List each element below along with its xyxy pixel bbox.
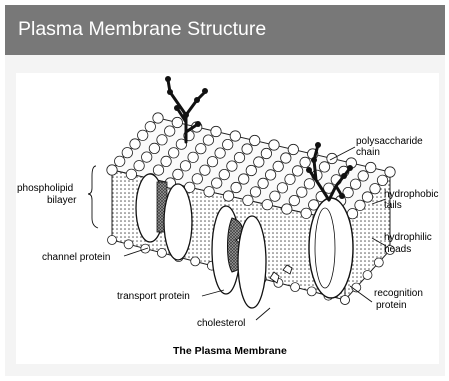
phospholipid-head (289, 195, 299, 205)
phospholipid-head (300, 157, 310, 167)
phospholipid-head (297, 187, 307, 197)
phospholipid-head (173, 169, 183, 179)
phospholipid-head (355, 200, 365, 210)
phospholipid-head (363, 271, 372, 280)
label-phospholipid-line1: phospholipid (17, 183, 73, 194)
phospholipid-head (203, 135, 213, 145)
phospholipid-head (301, 208, 311, 218)
phospholipid-head (115, 156, 125, 166)
phospholipid-head (374, 258, 383, 267)
phospholipid-head (223, 191, 233, 201)
phospholipid-head (107, 165, 117, 175)
phospholipid-head (122, 148, 132, 158)
phospholipid-head (281, 153, 291, 163)
phospholipid-head (370, 184, 380, 194)
phospholipid-head (169, 148, 179, 158)
phospholipid-head (172, 117, 182, 127)
phospholipid-head (304, 179, 314, 189)
label-polysaccharide-line2: chain (356, 147, 380, 158)
phospholipid-head (341, 296, 350, 305)
phospholipid-head (153, 113, 163, 123)
phospholipid-head (200, 165, 210, 175)
phospholipid-head (165, 126, 175, 136)
phospholipid-head (362, 192, 372, 202)
phospholipid-head (134, 161, 144, 171)
phospholipid-head (307, 287, 316, 296)
phospholipid-head (239, 174, 249, 184)
phospholipid-head (243, 195, 253, 205)
label-channel-protein: channel protein (42, 252, 110, 263)
label-transport-protein: transport protein (117, 291, 190, 302)
label-cholesterol: cholesterol (197, 318, 245, 329)
phospholipid-head (265, 170, 275, 180)
phospholipid-head (207, 157, 217, 167)
label-hydrophobic-line2: tails (384, 200, 402, 211)
phospholipid-head (219, 169, 229, 179)
phospholipid-head (138, 130, 148, 140)
phospholipid-head (262, 200, 272, 210)
phospholipid-head (385, 167, 395, 177)
phospholipid-head (358, 171, 368, 181)
phospholipid-head (270, 191, 280, 201)
phospholipid-head (191, 257, 200, 266)
label-polysaccharide-line1: polysaccharide (356, 136, 423, 147)
phospholipid-head (108, 236, 117, 245)
phospholipid-head (250, 135, 260, 145)
diagram-caption: The Plasma Membrane (173, 345, 287, 357)
label-phospholipid-line2: bilayer (47, 195, 77, 206)
phospholipid-head (319, 162, 329, 172)
phospholipid-head (250, 187, 260, 197)
transport-protein (212, 206, 266, 308)
phospholipid-head (161, 156, 171, 166)
phospholipid-head (277, 183, 287, 193)
phospholipid-head (212, 178, 222, 188)
phospholipid-head (231, 182, 241, 192)
phospholipid-head (291, 283, 300, 292)
phospholipid-head (258, 178, 268, 188)
phospholipid-head (126, 169, 136, 179)
phospholipid-head (227, 161, 237, 171)
label-hydrophobic-line1: hydrophobic (384, 189, 438, 200)
phospholipid-head (157, 135, 167, 145)
phospholipid-head (192, 174, 202, 184)
recognition-protein (309, 198, 353, 298)
label-hydrophilic-line1: hydrophilic (384, 232, 432, 243)
phospholipid-head (145, 122, 155, 132)
phospholipid-head (242, 144, 252, 154)
phospholipid-head (215, 148, 225, 158)
phospholipid-head (273, 161, 283, 171)
label-hydrophilic-line2: heads (384, 244, 411, 255)
phospholipid-head (204, 187, 214, 197)
phospholipid-head (130, 139, 140, 149)
phospholipid-head (282, 204, 292, 214)
phospholipid-head (292, 166, 302, 176)
phospholipid-head (188, 152, 198, 162)
phospholipid-head (246, 165, 256, 175)
phospholipid-head (254, 157, 264, 167)
phospholipid-head (223, 139, 233, 149)
phospholipid-head (196, 144, 206, 154)
phospholipid-head (180, 161, 190, 171)
label-recognition-line1: recognition (374, 288, 423, 299)
phospholipid-head (149, 143, 159, 153)
phospholipid-head (377, 175, 387, 185)
phospholipid-head (366, 162, 376, 172)
phospholipid-head (288, 144, 298, 154)
phospholipid-head (153, 165, 163, 175)
phospholipid-head (124, 240, 133, 249)
phospholipid-head (261, 148, 271, 158)
label-recognition-line2: protein (376, 300, 407, 311)
phospholipid-head (234, 152, 244, 162)
phospholipid-head (269, 140, 279, 150)
phospholipid-head (350, 179, 360, 189)
phospholipid-head (285, 174, 295, 184)
phospholipid-head (142, 152, 152, 162)
phospholipid-head (211, 126, 221, 136)
phospholipid-head (230, 131, 240, 141)
phospholipid-head (157, 248, 166, 257)
